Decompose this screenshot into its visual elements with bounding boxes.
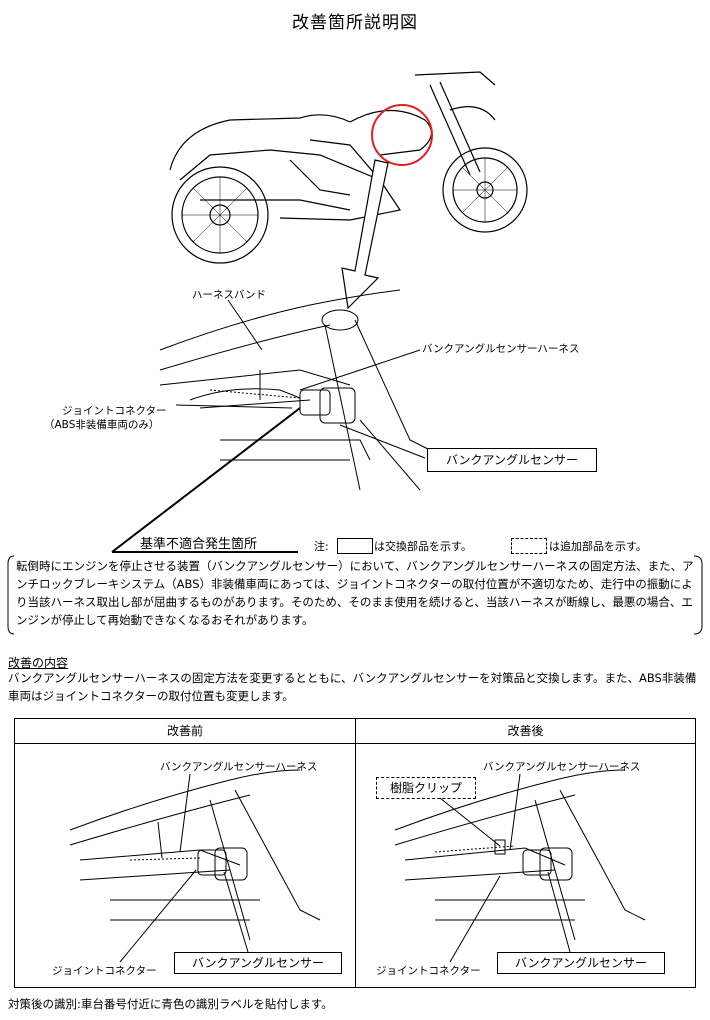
joint-connector-note: （ABS非装備車両のみ）: [44, 419, 160, 431]
before-header: 改善前: [15, 719, 355, 744]
zoom-arrow: [341, 159, 389, 310]
table-divider: [355, 719, 356, 987]
after-illustration: [394, 769, 646, 941]
after-harness-label: バンクアングルセンサーハーネス: [483, 761, 641, 773]
improvement-text: バンクアングルセンサーハーネスの固定方法を変更するとともに、バンクアングルセンサ…: [8, 671, 697, 703]
detail-leaders: [111, 299, 426, 553]
before-illustration: [69, 769, 321, 941]
harness-label: バンクアングルセンサーハーネス: [422, 343, 580, 355]
description-brackets: [7, 555, 703, 635]
defect-description: 転倒時にエンジンを停止させる装置（バンクアングルセンサー）において、バンクアング…: [16, 559, 694, 627]
motorcycle-illustration: [169, 71, 528, 264]
page-title: 改善箇所説明図: [292, 13, 418, 33]
legend-replace-text: は交換部品を示す。: [374, 540, 472, 553]
sensor-label: バンクアングルセンサー: [427, 448, 597, 472]
identification-note: 対策後の識別:車台番号付近に青色の識別ラベルを貼付します。: [8, 997, 333, 1011]
comparison-table: 改善前 改善後: [14, 718, 696, 988]
detail-illustration: [159, 289, 431, 491]
after-sensor-label: バンクアングルセンサー: [497, 952, 665, 974]
after-joint-label: ジョイントコネクター: [376, 965, 481, 977]
legend-note-prefix: 注:: [314, 540, 329, 553]
legend-add-text: は追加部品を示す。: [549, 540, 647, 553]
after-clip-label: 樹脂クリップ: [376, 777, 476, 799]
improvement-heading: 改善の内容: [8, 656, 69, 670]
defect-location-label: 基準不適合発生箇所: [140, 537, 258, 552]
after-header: 改善後: [356, 719, 695, 744]
legend-add-box: [511, 538, 547, 554]
joint-connector-label: ジョイントコネクター: [62, 405, 167, 417]
legend-replace-box: [337, 538, 373, 554]
before-sensor-label: バンクアングルセンサー: [174, 952, 342, 974]
before-harness-label: バンクアングルセンサーハーネス: [160, 761, 318, 773]
before-joint-label: ジョイントコネクター: [52, 965, 157, 977]
harness-band-label: ハーネスバンド: [192, 289, 267, 301]
